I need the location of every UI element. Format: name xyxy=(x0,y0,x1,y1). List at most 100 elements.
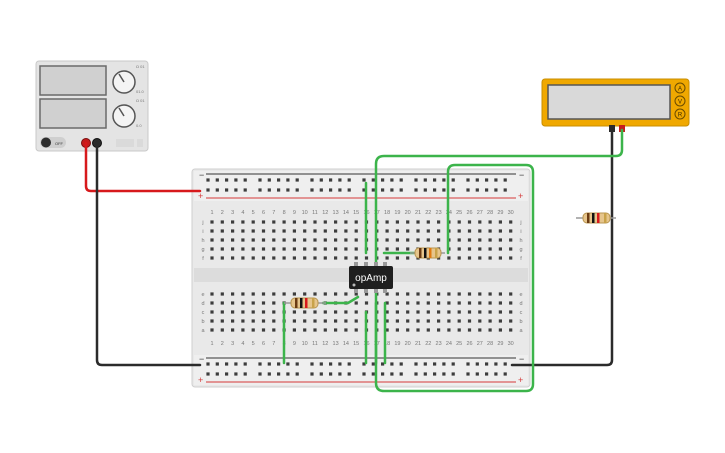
breadboard-hole[interactable] xyxy=(272,301,276,305)
breadboard-hole[interactable] xyxy=(313,292,317,296)
breadboard-hole[interactable] xyxy=(323,319,327,323)
breadboard-hole[interactable] xyxy=(385,310,389,314)
breadboard-hole[interactable] xyxy=(478,238,482,242)
breadboard-hole[interactable] xyxy=(261,220,266,224)
power-supply[interactable]: Ω 01 01.0 Ω 01 0.0 OFF xyxy=(35,60,149,152)
breadboard-hole[interactable] xyxy=(426,220,430,224)
breadboard-hole[interactable] xyxy=(323,256,327,260)
breadboard-hole[interactable] xyxy=(272,220,276,224)
breadboard-hole[interactable] xyxy=(261,256,266,260)
breadboard-hole[interactable] xyxy=(243,362,247,366)
breadboard-hole[interactable] xyxy=(338,372,342,376)
breadboard-hole[interactable] xyxy=(303,310,307,314)
breadboard-hole[interactable] xyxy=(423,372,427,376)
breadboard-hole[interactable] xyxy=(371,178,375,182)
breadboard-hole[interactable] xyxy=(251,301,255,305)
breadboard-hole[interactable] xyxy=(241,301,245,305)
breadboard-hole[interactable] xyxy=(267,178,271,182)
breadboard-hole[interactable] xyxy=(206,362,210,366)
breadboard-hole[interactable] xyxy=(416,292,420,296)
breadboard-hole[interactable] xyxy=(395,229,399,233)
breadboard-hole[interactable] xyxy=(416,310,420,314)
breadboard-hole[interactable] xyxy=(498,301,502,305)
breadboard-hole[interactable] xyxy=(437,301,441,305)
breadboard-hole[interactable] xyxy=(433,178,437,182)
breadboard-hole[interactable] xyxy=(494,362,498,366)
breadboard-hole[interactable] xyxy=(385,229,389,233)
breadboard-hole[interactable] xyxy=(323,238,327,242)
wire-black-meter[interactable] xyxy=(510,128,614,367)
wire-red-supply[interactable] xyxy=(84,141,202,193)
breadboard-hole[interactable] xyxy=(313,328,317,332)
breadboard-hole[interactable] xyxy=(467,301,472,305)
breadboard-hole[interactable] xyxy=(509,220,513,224)
breadboard-hole[interactable] xyxy=(241,220,245,224)
breadboard-hole[interactable] xyxy=(488,292,492,296)
breadboard-hole[interactable] xyxy=(220,256,224,260)
breadboard-hole[interactable] xyxy=(478,220,482,224)
breadboard-hole[interactable] xyxy=(509,238,513,242)
breadboard-hole[interactable] xyxy=(426,310,430,314)
breadboard-hole[interactable] xyxy=(231,292,235,296)
breadboard-hole[interactable] xyxy=(414,188,418,192)
breadboard-hole[interactable] xyxy=(220,292,224,296)
breadboard-hole[interactable] xyxy=(416,229,420,233)
breadboard-hole[interactable] xyxy=(251,220,255,224)
breadboard-hole[interactable] xyxy=(210,238,214,242)
breadboard-hole[interactable] xyxy=(457,301,461,305)
breadboard-hole[interactable] xyxy=(509,301,513,305)
breadboard-hole[interactable] xyxy=(243,372,247,376)
breadboard-hole[interactable] xyxy=(206,178,210,182)
mode-button-r[interactable] xyxy=(674,108,686,120)
resistor-loose[interactable] xyxy=(576,212,616,224)
breadboard-hole[interactable] xyxy=(509,229,513,233)
breadboard-hole[interactable] xyxy=(433,188,437,192)
breadboard-hole[interactable] xyxy=(282,238,286,242)
breadboard-hole[interactable] xyxy=(395,292,399,296)
breadboard-hole[interactable] xyxy=(399,178,403,182)
breadboard-hole[interactable] xyxy=(319,178,323,182)
breadboard-hole[interactable] xyxy=(423,178,427,182)
breadboard-hole[interactable] xyxy=(466,372,470,376)
breadboard-hole[interactable] xyxy=(334,310,338,314)
breadboard-hole[interactable] xyxy=(395,247,399,251)
breadboard-hole[interactable] xyxy=(426,301,430,305)
breadboard-hole[interactable] xyxy=(267,362,271,366)
breadboard-hole[interactable] xyxy=(509,319,513,323)
breadboard-hole[interactable] xyxy=(498,247,502,251)
breadboard-hole[interactable] xyxy=(241,292,245,296)
breadboard-hole[interactable] xyxy=(509,292,513,296)
breadboard-hole[interactable] xyxy=(303,220,307,224)
breadboard-hole[interactable] xyxy=(478,301,482,305)
breadboard-hole[interactable] xyxy=(338,188,342,192)
breadboard-hole[interactable] xyxy=(210,328,214,332)
breadboard-hole[interactable] xyxy=(354,238,358,242)
breadboard-hole[interactable] xyxy=(447,301,451,305)
breadboard-hole[interactable] xyxy=(303,238,307,242)
breadboard-hole[interactable] xyxy=(344,229,348,233)
breadboard-hole[interactable] xyxy=(467,319,472,323)
breadboard-hole[interactable] xyxy=(310,178,314,182)
breadboard-hole[interactable] xyxy=(334,220,338,224)
breadboard-hole[interactable] xyxy=(344,310,348,314)
breadboard-hole[interactable] xyxy=(371,372,375,376)
breadboard-hole[interactable] xyxy=(390,372,394,376)
breadboard-hole[interactable] xyxy=(457,310,461,314)
breadboard-hole[interactable] xyxy=(334,319,338,323)
breadboard-hole[interactable] xyxy=(313,229,317,233)
breadboard-hole[interactable] xyxy=(437,328,441,332)
breadboard-hole[interactable] xyxy=(267,188,271,192)
breadboard-hole[interactable] xyxy=(390,178,394,182)
breadboard-hole[interactable] xyxy=(467,310,472,314)
breadboard-hole[interactable] xyxy=(258,188,262,192)
breadboard-hole[interactable] xyxy=(261,301,266,305)
breadboard-hole[interactable] xyxy=(390,362,394,366)
breadboard-hole[interactable] xyxy=(442,362,446,366)
breadboard-hole[interactable] xyxy=(406,292,410,296)
breadboard-hole[interactable] xyxy=(231,256,235,260)
breadboard-hole[interactable] xyxy=(475,178,479,182)
breadboard-hole[interactable] xyxy=(467,328,472,332)
breadboard-hole[interactable] xyxy=(234,178,238,182)
breadboard-hole[interactable] xyxy=(457,292,461,296)
breadboard-hole[interactable] xyxy=(220,310,224,314)
